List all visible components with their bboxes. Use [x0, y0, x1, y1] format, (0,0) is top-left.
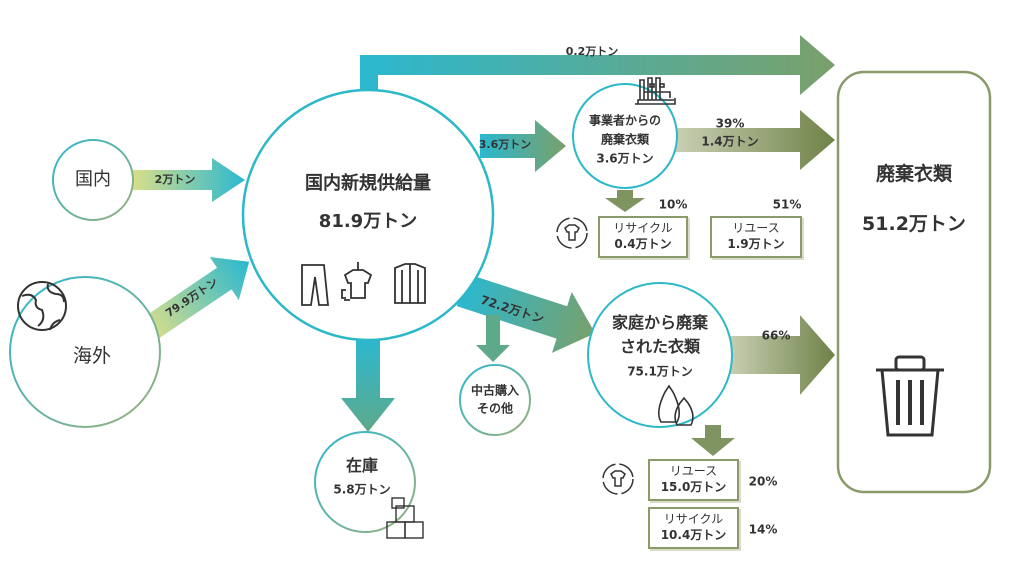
arrow-business-in: [480, 120, 566, 172]
used-line1: 中古購入: [470, 383, 520, 398]
overseas-label: 海外: [72, 345, 112, 368]
household-waste-pct: 66%: [761, 328, 791, 343]
stock-amount: 5.8万トン: [333, 482, 391, 497]
circle-stock: [314, 431, 416, 533]
arrow-used: [476, 315, 510, 362]
waste-total-box: [836, 70, 992, 494]
arrow-household-in: [456, 273, 596, 353]
globe-icon: [17, 281, 67, 331]
business-amount: 3.6万トン: [596, 151, 654, 166]
reuse-label: リユース: [732, 221, 780, 236]
reuse-amount: 15.0万トン: [660, 480, 727, 494]
business-title-2: 廃棄衣類: [600, 132, 650, 147]
arrow-stock: [341, 338, 395, 432]
supply-title: 国内新規供給量: [305, 172, 431, 194]
garbage-bag-icon: [657, 384, 694, 426]
arrow-business-down: [605, 190, 645, 212]
arrow-household-down: [691, 425, 735, 456]
circle-used: [459, 364, 531, 436]
trash-can-icon: [876, 355, 944, 437]
business-reuse-pct: 51%: [772, 197, 802, 212]
recycle-amount: 10.4万トン: [660, 528, 727, 542]
supply-amount: 81.9万トン: [318, 210, 418, 232]
arrow-direct-waste: [360, 35, 835, 95]
direct-waste-flow: 0.2万トン: [565, 45, 619, 59]
household-title-2: された衣類: [619, 337, 701, 356]
circle-domestic: [52, 139, 134, 221]
circle-business: [572, 83, 678, 189]
household-amount: 75.1万トン: [627, 364, 693, 379]
reuse-label: リユース: [669, 464, 718, 479]
business-waste-amount: 1.4万トン: [701, 134, 759, 149]
domestic-flow: 2万トン: [154, 173, 196, 187]
household-reuse-pct: 20%: [748, 474, 778, 489]
waste-total-label: 廃棄衣類: [875, 163, 953, 186]
clothing-icons: [301, 262, 426, 306]
household-title-1: 家庭から廃棄: [611, 313, 709, 332]
factory-icon: [635, 77, 676, 105]
arrow-overseas: [140, 256, 250, 341]
recycle-shirt-icon: [556, 217, 588, 249]
arrow-household-waste: [728, 315, 835, 395]
domestic-label: 国内: [75, 168, 111, 190]
circle-overseas: [9, 276, 161, 428]
recycle-amount: 0.4万トン: [614, 237, 672, 251]
circle-supply: [241, 88, 495, 342]
recycle-label: リサイクル: [613, 221, 673, 236]
household-recycle-pct: 14%: [748, 522, 778, 537]
recycle-shirt-icon: [602, 463, 634, 495]
business-title-1: 事業者からの: [588, 113, 662, 128]
arrow-domestic: [133, 158, 245, 202]
waste-total-amount: 51.2万トン: [862, 213, 966, 236]
boxes-icon: [386, 497, 424, 539]
circle-household: [587, 282, 733, 428]
arrow-business-waste: [675, 110, 835, 170]
recycle-label: リサイクル: [663, 512, 724, 527]
business-waste-pct: 39%: [715, 116, 745, 131]
business-recycle-pct: 10%: [658, 197, 688, 212]
business-flow-in: 3.6万トン: [478, 138, 532, 152]
stock-label: 在庫: [345, 456, 379, 475]
used-line2: その他: [476, 401, 514, 416]
reuse-amount: 1.9万トン: [727, 237, 785, 251]
